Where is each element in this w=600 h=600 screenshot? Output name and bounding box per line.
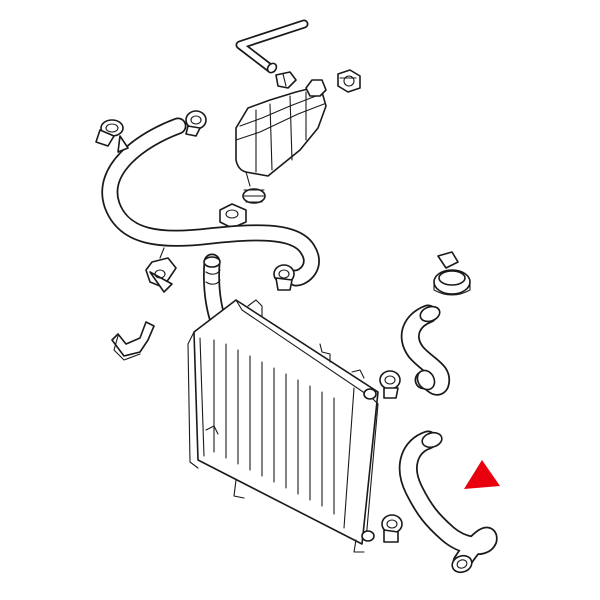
radiator: [187, 299, 379, 553]
hose-clamps: [95, 110, 295, 291]
expansion-tank: [235, 79, 327, 187]
tank-outlet-fitting: [219, 188, 266, 229]
vent-hose: [235, 19, 309, 89]
tank-cap: [337, 69, 361, 93]
hose-clamps: [433, 251, 471, 296]
return-hose: [379, 304, 451, 399]
pointer-arrow-icon: [464, 460, 500, 489]
lower-radiator-hose: [381, 430, 498, 574]
mounting-bracket: [111, 247, 177, 361]
overflow-hose: [101, 117, 320, 287]
